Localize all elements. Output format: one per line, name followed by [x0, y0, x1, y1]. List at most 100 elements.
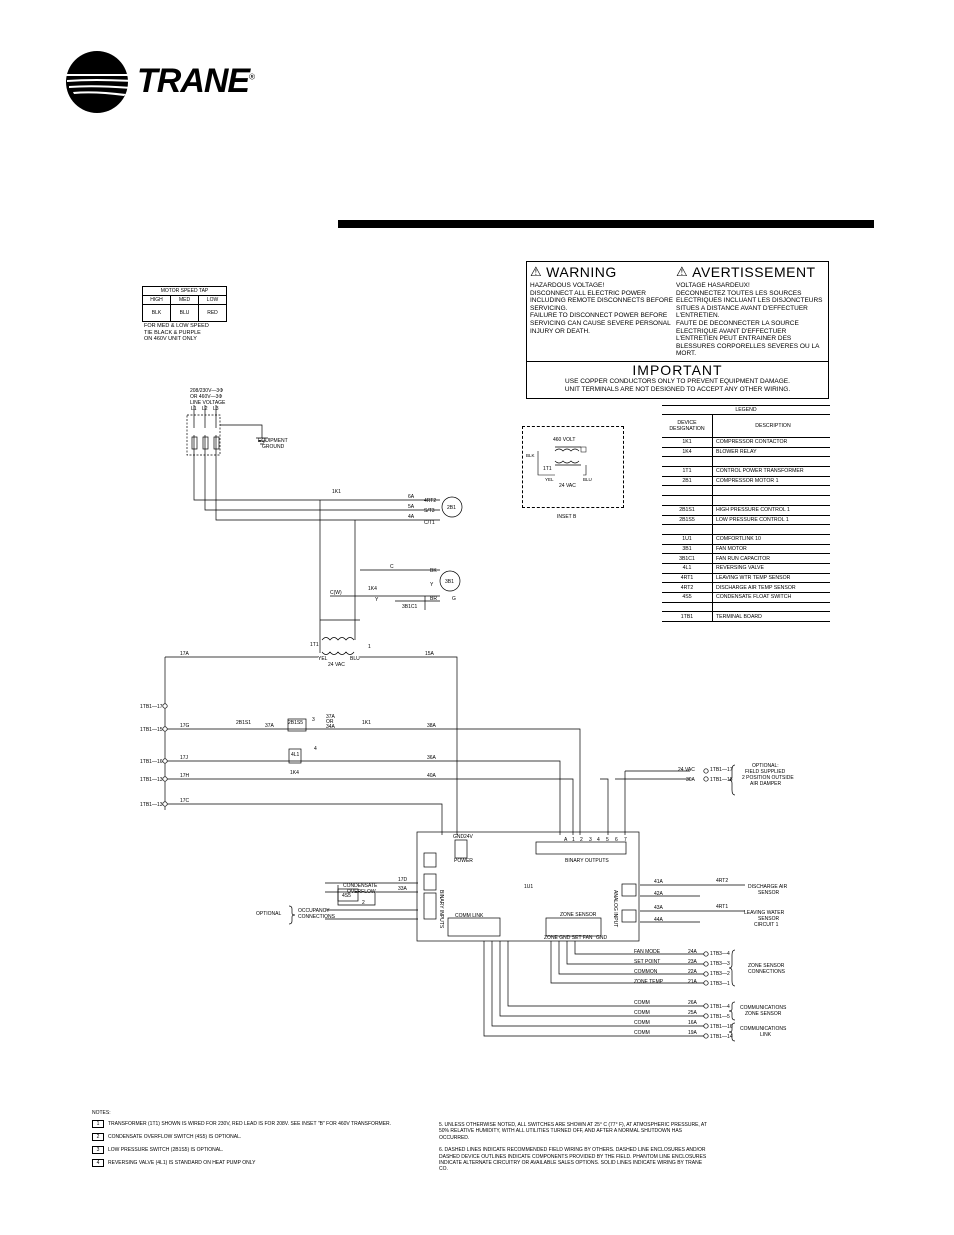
terminal-label: 1TB1—13	[140, 802, 163, 808]
wire-label: 17H	[180, 773, 190, 779]
legend-device: 1U1	[662, 534, 713, 544]
legend-device: 1T1	[662, 467, 713, 476]
inset-transformer-drawing: 460 VOLT BLK 1T1 YEL BLU 24 VAC	[526, 437, 592, 489]
note-tag: 2	[92, 1133, 104, 1142]
note-text: TRANSFORMER (1T1) SHOWN IS WIRED FOR 230…	[108, 1121, 392, 1128]
inset-blu: BLU	[583, 477, 592, 482]
zone-sensor-conn-label: CONNECTIONS	[748, 969, 786, 975]
terminal-label: 1TB1—18	[710, 777, 733, 783]
warning-title: WARNING	[546, 264, 617, 280]
optional-damper-label: AIR DAMPER	[750, 781, 782, 787]
terminal-label: 1TB3—2	[710, 971, 730, 977]
switch-label: 2B1S1	[236, 720, 251, 726]
wire-label: YEL	[318, 656, 328, 662]
speed-value: RED	[198, 304, 227, 322]
binary-output-pin-label: 2	[580, 837, 583, 843]
equip-ground-label: GROUND	[262, 444, 285, 450]
terminal-label: 1TB1—15	[140, 727, 163, 733]
terminal-label: 1TB1—5	[710, 1014, 730, 1020]
k4-label: 1K4	[290, 770, 299, 776]
wire-label: 36A	[427, 755, 437, 761]
legend-description: DISCHARGE AIR TEMP SENSOR	[716, 584, 796, 591]
zone-signal-label: COMMON	[634, 969, 658, 975]
important-title: IMPORTANT	[632, 362, 723, 378]
optional-label: OPTIONAL	[256, 911, 282, 917]
legend-device: 2B1S1	[662, 505, 713, 515]
zone-sensor-conn-label: ZONE SENSOR	[748, 963, 785, 969]
important-section: IMPORTANT USE COPPER CONDUCTORS ONLY TO …	[527, 361, 828, 394]
legend-device: 1K1	[662, 438, 713, 447]
legend-device	[662, 496, 713, 505]
board-label: BINARY INPUTS	[438, 890, 444, 929]
board-label: COMM LINK	[455, 913, 484, 919]
binary-output-pin-label: 4	[597, 837, 600, 843]
board-label: ZONE SENSOR	[560, 912, 597, 918]
legend-device	[662, 457, 713, 467]
legend-description: COMPRESSOR CONTACTOR	[716, 439, 788, 446]
important-line-1: USE COPPER CONDUCTORS ONLY TO PREVENT EQ…	[565, 378, 790, 385]
wire-label: 4A	[408, 514, 415, 520]
legend-device	[662, 525, 713, 534]
optional-damper-label: 2 POSITION OUTSIDE	[742, 775, 794, 781]
motor-note-line: FOR MED & LOW SPEED	[144, 323, 209, 329]
inset-vac: 24 VAC	[559, 483, 576, 489]
binary-output-pin-label: 1	[572, 837, 575, 843]
terminal-label: 1TB3—4	[710, 951, 730, 957]
notes-right: 5. UNLESS OTHERWISE NOTED, ALL SWITCHES …	[439, 1122, 709, 1179]
avertissement-subtitle: VOLTAGE HASARDEUX!	[676, 282, 750, 289]
speed-value: BLK	[142, 304, 171, 322]
legend-device	[662, 602, 713, 612]
motor-note-line: ON 460V UNIT ONLY	[144, 336, 197, 342]
wire-label: 38A	[427, 723, 437, 729]
warning-body-1: DISCONNECT ALL ELECTRIC POWER INCLUDING …	[530, 289, 674, 312]
wire-label: 24 VAC	[678, 767, 695, 773]
legend-description: REVERSING VALVE	[716, 565, 764, 572]
legend-row	[662, 602, 830, 613]
legend-row	[662, 486, 830, 497]
comms-link-label: COMMUNICATIONS	[740, 1026, 787, 1032]
legend-description: COMFORTLINK 10	[716, 536, 761, 543]
binary-output-pin-label: 5	[606, 837, 609, 843]
compressor-motor-label: 2B1	[447, 505, 456, 511]
zone-signal-label: FAN MODE	[634, 949, 661, 955]
legend-description: FAN MOTOR	[716, 545, 747, 552]
k1-label: 1K1	[362, 720, 371, 726]
wire-label: 34A	[326, 724, 336, 730]
line-voltage-label: LINE VOLTAGE	[190, 400, 226, 406]
capacitor-label: 3B1C1	[402, 604, 418, 610]
optional-damper-label: FIELD SUPPLIED	[745, 769, 786, 775]
board-label: BINARY OUTPUTS	[565, 858, 609, 864]
motor-speed-note: FOR MED & LOW SPEED TIE BLACK & PURPLE O…	[144, 323, 209, 343]
note-tag: 2	[362, 900, 365, 906]
warning-triangle-icon: ⚠	[530, 264, 543, 279]
motor-note-line: TIE BLACK & PURPLE	[144, 329, 201, 336]
legend-device: 2B1	[662, 476, 713, 486]
wire-label: 37A	[326, 714, 336, 720]
board-label: POWER	[454, 858, 473, 864]
legend-description: CONDENSATE FLOAT SWITCH	[716, 594, 792, 601]
leaving-water-label: CIRCUIT 1	[754, 922, 779, 928]
terminal-label: 1TB1—4	[710, 1004, 730, 1010]
legend-device: 4RT2	[662, 583, 713, 592]
wire-label: 17A	[180, 651, 190, 657]
terminal-label: S/T3	[424, 508, 435, 514]
inset-b: 460 VOLT BLK 1T1 YEL BLU 24 VAC	[522, 426, 624, 508]
note-text: REVERSING VALVE (4L1) IS STANDARD ON HEA…	[108, 1160, 256, 1167]
wire-label: 44A	[654, 917, 664, 923]
wire-label: 33A	[398, 886, 408, 892]
note-tag: 1	[92, 1120, 104, 1129]
schematic-labels: 208/230V—3Φ OR 460V—3Φ LINE VOLTAGE L1 L…	[140, 388, 794, 1040]
legend-title: LEGEND	[662, 405, 830, 415]
inset-volt: 460 VOLT	[553, 437, 575, 443]
l3-label: L3	[213, 406, 219, 412]
legend-row	[662, 457, 830, 468]
wire-label: 6A	[408, 494, 415, 500]
zone-signal-label: ZONE TEMP	[634, 979, 664, 985]
comm-label: COMM	[634, 1030, 650, 1036]
legend-device: 3B1C1	[662, 554, 713, 563]
wire-label: 25A	[688, 1010, 698, 1016]
